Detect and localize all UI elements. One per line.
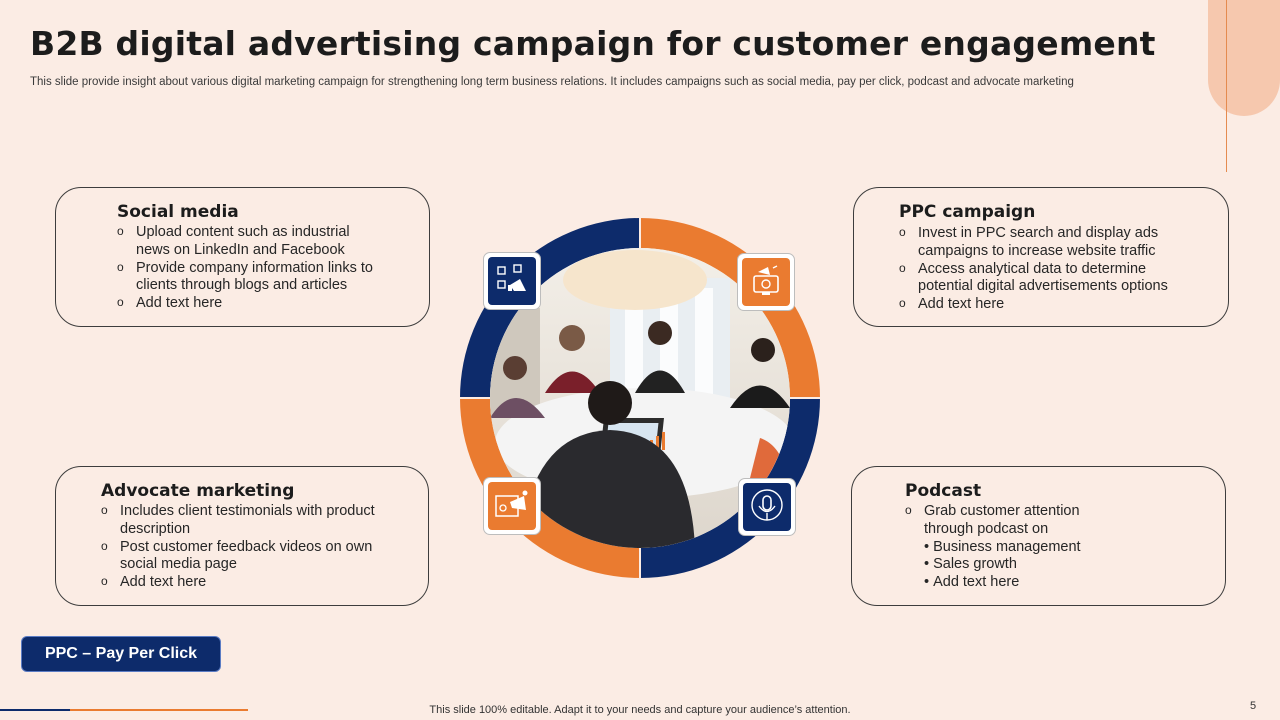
decor-line bbox=[1226, 0, 1227, 172]
list-item: Upload content such as industrial news o… bbox=[117, 223, 387, 260]
podcast-icon-box bbox=[738, 478, 796, 536]
page-number: 5 bbox=[1250, 700, 1257, 712]
footer-divider-orange bbox=[70, 709, 248, 711]
list-item: Access analytical data to determine pote… bbox=[899, 260, 1189, 297]
card-advocate-marketing: Advocate marketing Includes client testi… bbox=[55, 466, 429, 606]
list-item: Add text here bbox=[101, 573, 391, 592]
sub-item-label: Sales growth bbox=[933, 556, 1017, 573]
card-bullets: Includes client testimonials with produc… bbox=[101, 502, 391, 592]
card-heading: Social media bbox=[117, 202, 239, 222]
card-ppc-campaign: PPC campaign Invest in PPC search and di… bbox=[853, 187, 1229, 327]
footer-divider-navy bbox=[0, 709, 70, 711]
sub-item-label: Add text here bbox=[933, 574, 1020, 591]
card-heading: PPC campaign bbox=[899, 202, 1036, 222]
social-media-megaphone-icon bbox=[497, 264, 526, 291]
card-heading: Podcast bbox=[905, 481, 982, 501]
list-item: •Sales growth bbox=[924, 556, 1017, 573]
ppc-definition-badge: PPC – Pay Per Click bbox=[21, 636, 221, 672]
sub-item-label: Business management bbox=[933, 538, 1081, 555]
list-item: Add text here bbox=[899, 295, 1189, 314]
card-heading: Advocate marketing bbox=[101, 481, 295, 501]
list-item: •Add text here bbox=[924, 574, 1020, 591]
list-item: Add text here bbox=[117, 294, 387, 313]
podcast-microphone-icon bbox=[751, 489, 783, 521]
slide-footer-note: This slide 100% editable. Adapt it to yo… bbox=[429, 704, 851, 716]
social-media-icon-box bbox=[483, 252, 541, 310]
advocate-icon-box bbox=[483, 477, 541, 535]
list-item: Post customer feedback videos on own soc… bbox=[101, 538, 391, 575]
card-podcast: Podcast Grab customer attention through … bbox=[851, 466, 1226, 606]
card-social-media: Social media Upload content such as indu… bbox=[55, 187, 430, 327]
list-item: Invest in PPC search and display ads cam… bbox=[899, 224, 1189, 261]
card-bullets: Upload content such as industrial news o… bbox=[117, 223, 387, 313]
list-item: Includes client testimonials with produc… bbox=[101, 502, 391, 539]
slide-title: B2B digital advertising campaign for cus… bbox=[30, 24, 1156, 63]
list-item: Grab customer attention through podcast … bbox=[905, 502, 1105, 539]
list-item: •Business management bbox=[924, 538, 1081, 555]
decor-pill bbox=[1208, 0, 1280, 116]
advocate-megaphone-icon bbox=[495, 490, 528, 517]
list-item: Provide company information links to cli… bbox=[117, 259, 387, 296]
ppc-icon-box bbox=[737, 253, 795, 311]
card-bullets: Grab customer attention through podcast … bbox=[905, 502, 1105, 592]
central-circle bbox=[460, 218, 820, 578]
slide-subtitle: This slide provide insight about various… bbox=[30, 76, 1074, 88]
ppc-monitor-megaphone-icon bbox=[753, 265, 779, 295]
card-bullets: Invest in PPC search and display ads cam… bbox=[899, 224, 1189, 314]
